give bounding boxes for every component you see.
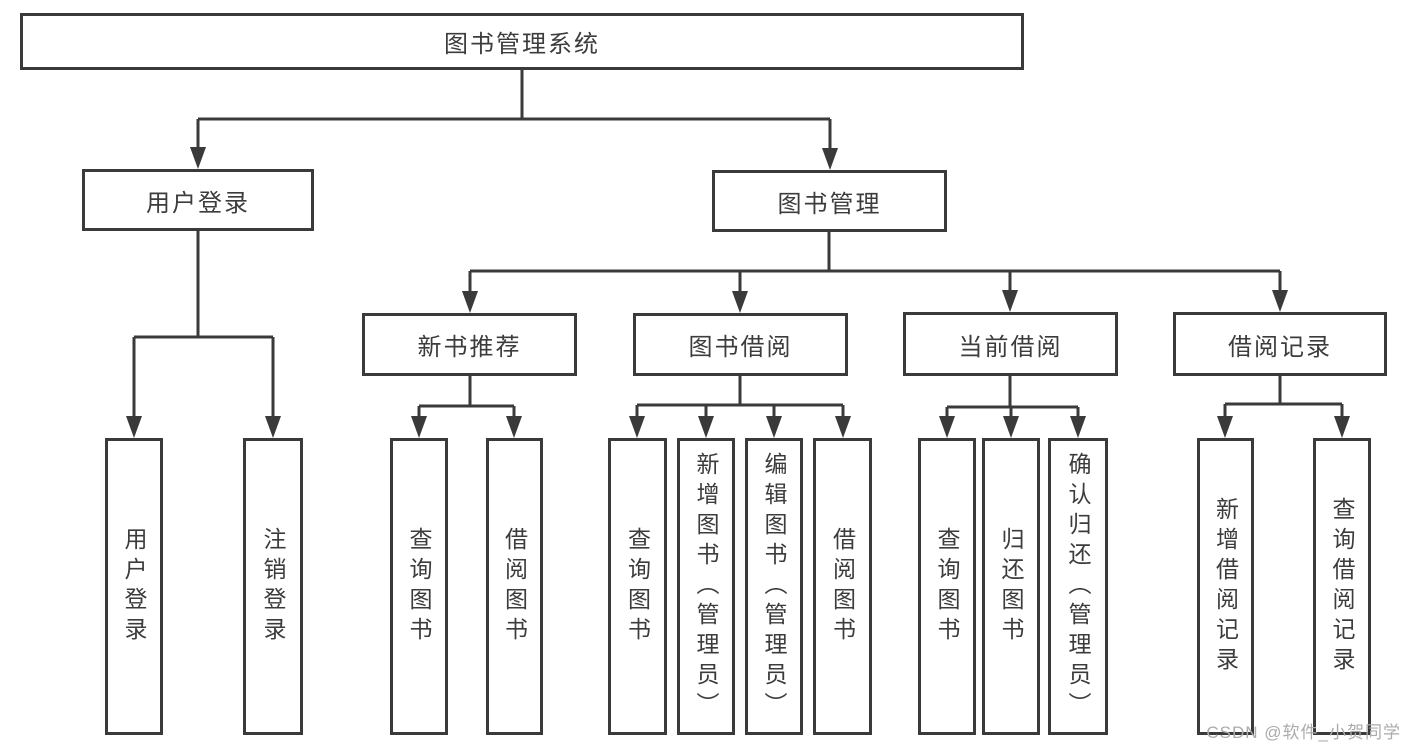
- leaf-bb-query-books-label: 查询图书: [624, 526, 651, 647]
- node-borrowing-records-label: 借阅记录: [1228, 333, 1332, 361]
- leaf-br-query-record-label: 查询借阅记录: [1329, 496, 1355, 677]
- node-library-system: 图书管理系统: [20, 13, 1024, 70]
- leaf-br-query-record: 查询借阅记录: [1313, 438, 1371, 735]
- leaf-bb-borrow-books-label: 借阅图书: [829, 526, 856, 647]
- leaf-nbr-query-books: 查询图书: [390, 438, 448, 735]
- node-new-book-recommend-label: 新书推荐: [417, 334, 522, 361]
- node-book-borrowing: 图书借阅: [633, 313, 848, 376]
- leaf-nbr-borrow-books-label: 借阅图书: [501, 526, 528, 647]
- leaf-bb-add-books-admin: 新增图书（管理员）: [677, 438, 735, 735]
- leaf-bb-add-books-admin-label: 新增图书（管理员）: [693, 451, 719, 722]
- node-book-management-label: 图书管理: [777, 190, 882, 218]
- leaf-bb-edit-books-admin-label: 编辑图书（管理员）: [761, 451, 787, 722]
- node-book-management: 图书管理: [712, 170, 947, 232]
- node-borrowing-records: 借阅记录: [1173, 312, 1387, 376]
- leaf-cb-return-books-label: 归还图书: [998, 526, 1024, 647]
- leaf-cb-confirm-return-admin: 确认归还（管理员）: [1048, 438, 1108, 735]
- leaf-cb-return-books: 归还图书: [982, 438, 1040, 735]
- leaf-user-login: 用户登录: [105, 438, 163, 735]
- node-user-login-label: 用户登录: [146, 189, 250, 217]
- leaf-br-add-record-label: 新增借阅记录: [1212, 496, 1239, 677]
- leaf-bb-borrow-books: 借阅图书: [813, 438, 872, 735]
- node-user-login: 用户登录: [82, 169, 314, 231]
- leaf-bb-query-books: 查询图书: [608, 438, 667, 735]
- node-current-borrowing-label: 当前借阅: [958, 333, 1063, 361]
- leaf-cb-query-books: 查询图书: [918, 438, 976, 735]
- leaf-nbr-query-books-label: 查询图书: [406, 526, 432, 647]
- node-current-borrowing: 当前借阅: [903, 312, 1118, 376]
- leaf-user-login-label: 用户登录: [121, 526, 147, 647]
- leaf-logout-label: 注销登录: [260, 526, 286, 647]
- leaf-bb-edit-books-admin: 编辑图书（管理员）: [745, 438, 803, 735]
- leaf-logout: 注销登录: [243, 438, 303, 735]
- csdn-watermark: CSDN @软件_小贺同学: [1206, 723, 1401, 742]
- node-book-borrowing-label: 图书借阅: [688, 334, 793, 361]
- node-new-book-recommend: 新书推荐: [362, 313, 577, 376]
- node-library-system-label: 图书管理系统: [444, 31, 600, 58]
- leaf-br-add-record: 新增借阅记录: [1197, 438, 1254, 735]
- leaf-nbr-borrow-books: 借阅图书: [486, 438, 543, 735]
- leaf-cb-confirm-return-admin-label: 确认归还（管理员）: [1065, 451, 1091, 722]
- leaf-cb-query-books-label: 查询图书: [934, 526, 960, 647]
